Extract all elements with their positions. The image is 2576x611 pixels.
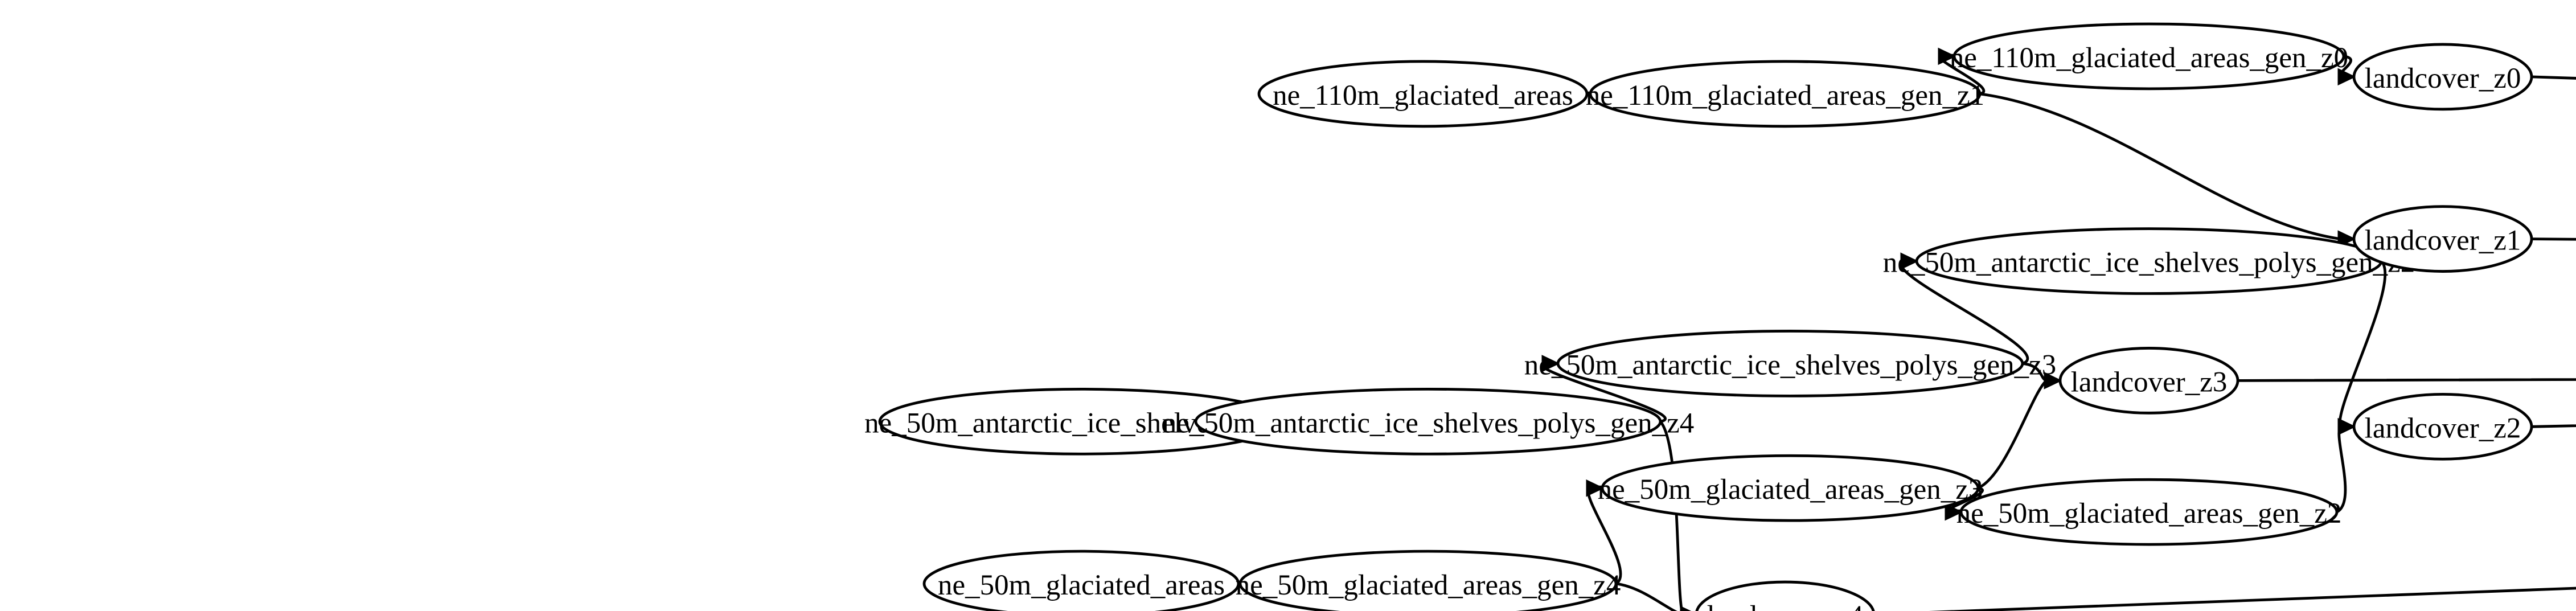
edge-line	[2532, 450, 2576, 611]
edges-layer	[1179, 47, 2576, 611]
edge-arrowhead	[2044, 372, 2062, 389]
node-label: ne_110m_glaciated_areas_gen_z0	[1950, 42, 2348, 74]
node-shape	[1238, 550, 1618, 611]
edge-line	[1900, 260, 2029, 365]
graph-node-landcover_z3[interactable]: landcover_z3	[2058, 347, 2239, 415]
graph-node-ne_50m_antarctic_ice_shelves_polys_gen_z2[interactable]: ne_50m_antarctic_ice_shelves_polys_gen_z…	[1883, 227, 2415, 295]
edge-line	[2531, 75, 2576, 80]
edge-line	[1943, 588, 2576, 611]
edge-ne_50m_glaciated_areas_gen_z3-to-landcover_z3	[1977, 372, 2062, 490]
graph-node-ne_50m_antarctic_ice_shelves_polys_gen_z3[interactable]: ne_50m_antarctic_ice_shelves_polys_gen_z…	[1524, 330, 2057, 397]
graph-node-ne_110m_glaciated_areas[interactable]: ne_110m_glaciated_areas	[1257, 60, 1589, 128]
graph-node-ne_50m_antarctic_ice_shelves_polys_gen_z4[interactable]: ne_50m_antarctic_ice_shelves_polys_gen_z…	[1162, 387, 1695, 456]
node-shape	[922, 550, 1240, 611]
edge-line	[2237, 378, 2576, 382]
edge-arrowhead	[1938, 47, 1956, 65]
graph-node-landcover_z4[interactable]: landcover_z4	[1695, 580, 1875, 611]
edge-line	[1977, 379, 2048, 490]
edge-arrowhead	[1541, 355, 1560, 372]
edge-ne_50m_glaciated_areas_gen_z4-to-landcover_z4	[1615, 582, 1691, 611]
node-label: landcover_z3	[2071, 366, 2228, 398]
edge-line	[2338, 260, 2386, 428]
node-label: ne_50m_glaciated_areas_gen_z4	[1236, 569, 1621, 601]
node-label: ne_50m_glaciated_areas	[938, 569, 1225, 601]
edge-ne_110m_glaciated_areas_gen_z0-to-landcover_z0	[2337, 55, 2356, 86]
edge-arrowhead	[2337, 68, 2356, 86]
graph-node-ne_50m_glaciated_areas_gen_z2[interactable]: ne_50m_glaciated_areas_gen_z2	[1956, 478, 2342, 546]
edge-landcover_z0-to-layer_landcover.z0	[2531, 75, 2576, 80]
node-shape	[2352, 205, 2533, 273]
edge-arrowhead	[2337, 418, 2356, 436]
node-shape	[1601, 454, 1980, 522]
edge-arrowhead	[1945, 503, 1963, 521]
node-shape	[1556, 330, 2024, 397]
node-shape	[1959, 478, 2339, 546]
edge-ne_110m_glaciated_areas_gen_z1-to-ne_110m_glaciated_areas_gen_z0	[1938, 47, 1986, 96]
edge-line	[1659, 420, 1684, 611]
node-shape	[1695, 580, 1875, 611]
edge-landcover_z2-to-layer_landcover.z2	[2531, 424, 2576, 428]
edge-line	[1979, 92, 2341, 240]
edge-ne_50m_antarctic_ice_shelves_polys_gen_z2-to-landcover_z2	[2337, 260, 2386, 436]
edge-ne_50m_antarctic_ice_shelves_polys_gen_z4-to-ne_50m_antarctic_ice_shelves_polys_gen_z3	[1541, 355, 1667, 423]
graph-node-ne_50m_antarctic_ice_shelves_polys[interactable]: ne_50m_antarctic_ice_shelves_polys	[864, 387, 1298, 456]
edge-landcover_z3-to-layer_landcover.z3	[2237, 378, 2576, 382]
graph-node-landcover_z2[interactable]: landcover_z2	[2352, 392, 2533, 461]
node-shape	[2352, 392, 2533, 461]
edge-ne_50m_glaciated_areas_gen_z4-to-ne_50m_glaciated_areas_gen_z3	[1586, 479, 1622, 585]
edge-line	[2531, 424, 2576, 428]
nodes-layer: imposm3osm_landcover_polygonsimplify_vw_…	[864, 22, 2533, 611]
graph-node-ne_50m_glaciated_areas_gen_z4[interactable]: ne_50m_glaciated_areas_gen_z4	[1236, 550, 1621, 611]
edge-ne_110m_glaciated_areas_gen_z1-to-landcover_z1	[1979, 92, 2356, 248]
graph-node-ne_50m_glaciated_areas[interactable]: ne_50m_glaciated_areas	[922, 550, 1240, 611]
edge-landcover_z1-to-layer_landcover.z1	[2531, 237, 2576, 241]
node-label: landcover_z4	[1707, 600, 1864, 611]
node-label: ne_110m_glaciated_areas_gen_z1	[1586, 80, 1984, 112]
edge-line	[1615, 582, 1678, 611]
graph-node-ne_50m_glaciated_areas_gen_z3[interactable]: ne_50m_glaciated_areas_gen_z3	[1598, 454, 1983, 522]
node-label: landcover_z1	[2365, 225, 2521, 257]
edge-arrowhead	[1586, 479, 1605, 497]
node-label: ne_50m_antarctic_ice_shelves_polys_gen_z…	[1524, 349, 2057, 381]
edge-ne_50m_antarctic_ice_shelves_polys_gen_z3-to-landcover_z3	[2022, 362, 2062, 389]
node-shape	[2352, 43, 2533, 111]
graph-node-ne_110m_glaciated_areas_gen_z0[interactable]: ne_110m_glaciated_areas_gen_z0	[1950, 22, 2348, 91]
graph-node-landcover_z1[interactable]: landcover_z1	[2352, 205, 2533, 273]
node-shape	[1257, 60, 1589, 128]
edge-landcover_z4-to-layer_landcover.z4	[1943, 588, 2576, 611]
node-label: ne_50m_glaciated_areas_gen_z2	[1956, 498, 2342, 530]
node-label: landcover_z0	[2365, 63, 2521, 95]
node-label: landcover_z2	[2365, 412, 2521, 444]
node-shape	[1194, 387, 1662, 456]
edge-landcover_z5-to-layer_landcover.z5	[2532, 442, 2576, 611]
node-shape	[1589, 60, 1982, 128]
graph-node-ne_110m_glaciated_areas_gen_z1[interactable]: ne_110m_glaciated_areas_gen_z1	[1586, 60, 1984, 128]
node-label: ne_110m_glaciated_areas	[1273, 80, 1573, 112]
edge-arrowhead	[1680, 605, 1691, 611]
edge-line	[2531, 237, 2576, 241]
graph-node-landcover_z0[interactable]: landcover_z0	[2352, 43, 2533, 111]
node-label: ne_50m_glaciated_areas_gen_z3	[1598, 474, 1983, 506]
edge-arrowhead	[1900, 252, 1919, 270]
node-label: ne_50m_antarctic_ice_shelves_polys_gen_z…	[1883, 247, 2415, 279]
node-shape	[2058, 347, 2239, 415]
edge-ne_50m_antarctic_ice_shelves_polys_gen_z3-to-ne_50m_antarctic_ice_shelves_polys_gen_z2	[1900, 252, 2029, 365]
node-label: ne_50m_antarctic_ice_shelves_polys_gen_z…	[1162, 407, 1695, 439]
node-shape	[1952, 22, 2345, 91]
